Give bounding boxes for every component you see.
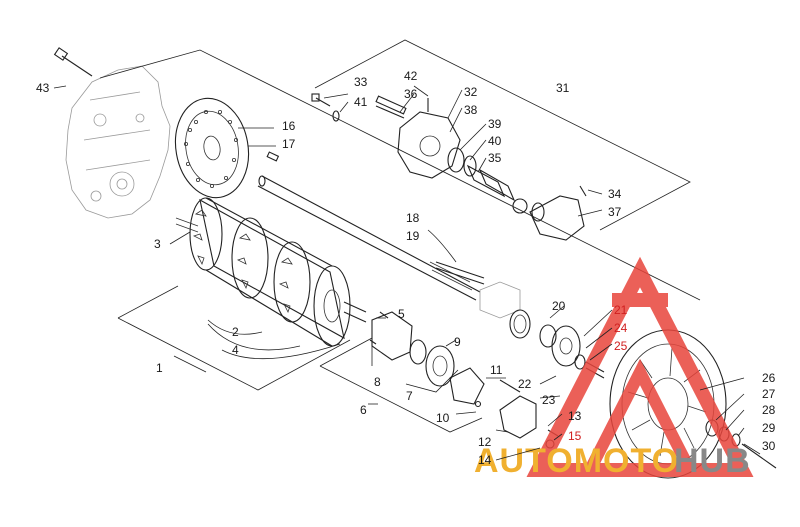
label-11: 11 <box>490 363 503 377</box>
label-30: 30 <box>762 439 776 453</box>
label-43: 43 <box>36 81 50 95</box>
watermark-text: AUTOMOTO HUB <box>474 442 751 480</box>
label-15: 15 <box>568 429 582 443</box>
leader-lines <box>53 85 761 461</box>
label-6: 6 <box>360 403 367 417</box>
label-26: 26 <box>762 371 776 385</box>
label-2: 2 <box>232 325 239 339</box>
watermark-logo <box>526 256 754 477</box>
label-25: 25 <box>614 339 628 353</box>
label-35: 35 <box>488 151 502 165</box>
label-41: 41 <box>354 95 368 109</box>
label-9: 9 <box>454 335 461 349</box>
bearing-flange <box>369 311 485 408</box>
label-39: 39 <box>488 117 502 131</box>
label-38: 38 <box>464 103 478 117</box>
label-34: 34 <box>608 187 622 201</box>
label-28: 28 <box>762 403 776 417</box>
label-22: 22 <box>518 377 532 391</box>
watermark-part2: HUB <box>674 442 751 480</box>
label-5: 5 <box>398 307 405 321</box>
label-12: 12 <box>478 435 492 449</box>
label-3: 3 <box>154 237 161 251</box>
label-16: 16 <box>282 119 296 133</box>
label-20: 20 <box>552 299 566 313</box>
drive-shaft <box>257 175 481 301</box>
label-17: 17 <box>282 137 296 151</box>
label-7: 7 <box>406 389 413 403</box>
label-13: 13 <box>568 409 582 423</box>
label-23: 23 <box>542 393 556 407</box>
label-36: 36 <box>404 87 418 101</box>
label-32: 32 <box>464 85 478 99</box>
pins-18-19 <box>435 261 485 285</box>
watermark-part1: AUTOMOTO <box>474 442 679 480</box>
label-42: 42 <box>404 69 418 83</box>
label-8: 8 <box>374 375 381 389</box>
label-10: 10 <box>436 411 450 425</box>
label-40: 40 <box>488 134 502 148</box>
label-19: 19 <box>406 229 420 243</box>
engine-case <box>65 65 171 219</box>
label-33: 33 <box>354 75 368 89</box>
label-29: 29 <box>762 421 776 435</box>
label-14: 14 <box>478 453 492 467</box>
part-labels: 43 3 1 2 4 16 17 33 41 42 36 32 38 31 39… <box>36 69 776 467</box>
bolt-43 <box>53 47 93 77</box>
label-1: 1 <box>156 361 163 375</box>
brake-disc <box>174 97 250 199</box>
label-21: 21 <box>614 303 628 317</box>
label-4: 4 <box>232 343 239 357</box>
label-31: 31 <box>556 81 570 95</box>
label-24: 24 <box>614 321 628 335</box>
label-37: 37 <box>608 205 622 219</box>
drive-sprocket-assembly <box>175 197 367 347</box>
caliper-assembly <box>311 93 587 241</box>
key-17 <box>266 151 280 162</box>
label-18: 18 <box>406 211 420 225</box>
label-27: 27 <box>762 387 776 401</box>
